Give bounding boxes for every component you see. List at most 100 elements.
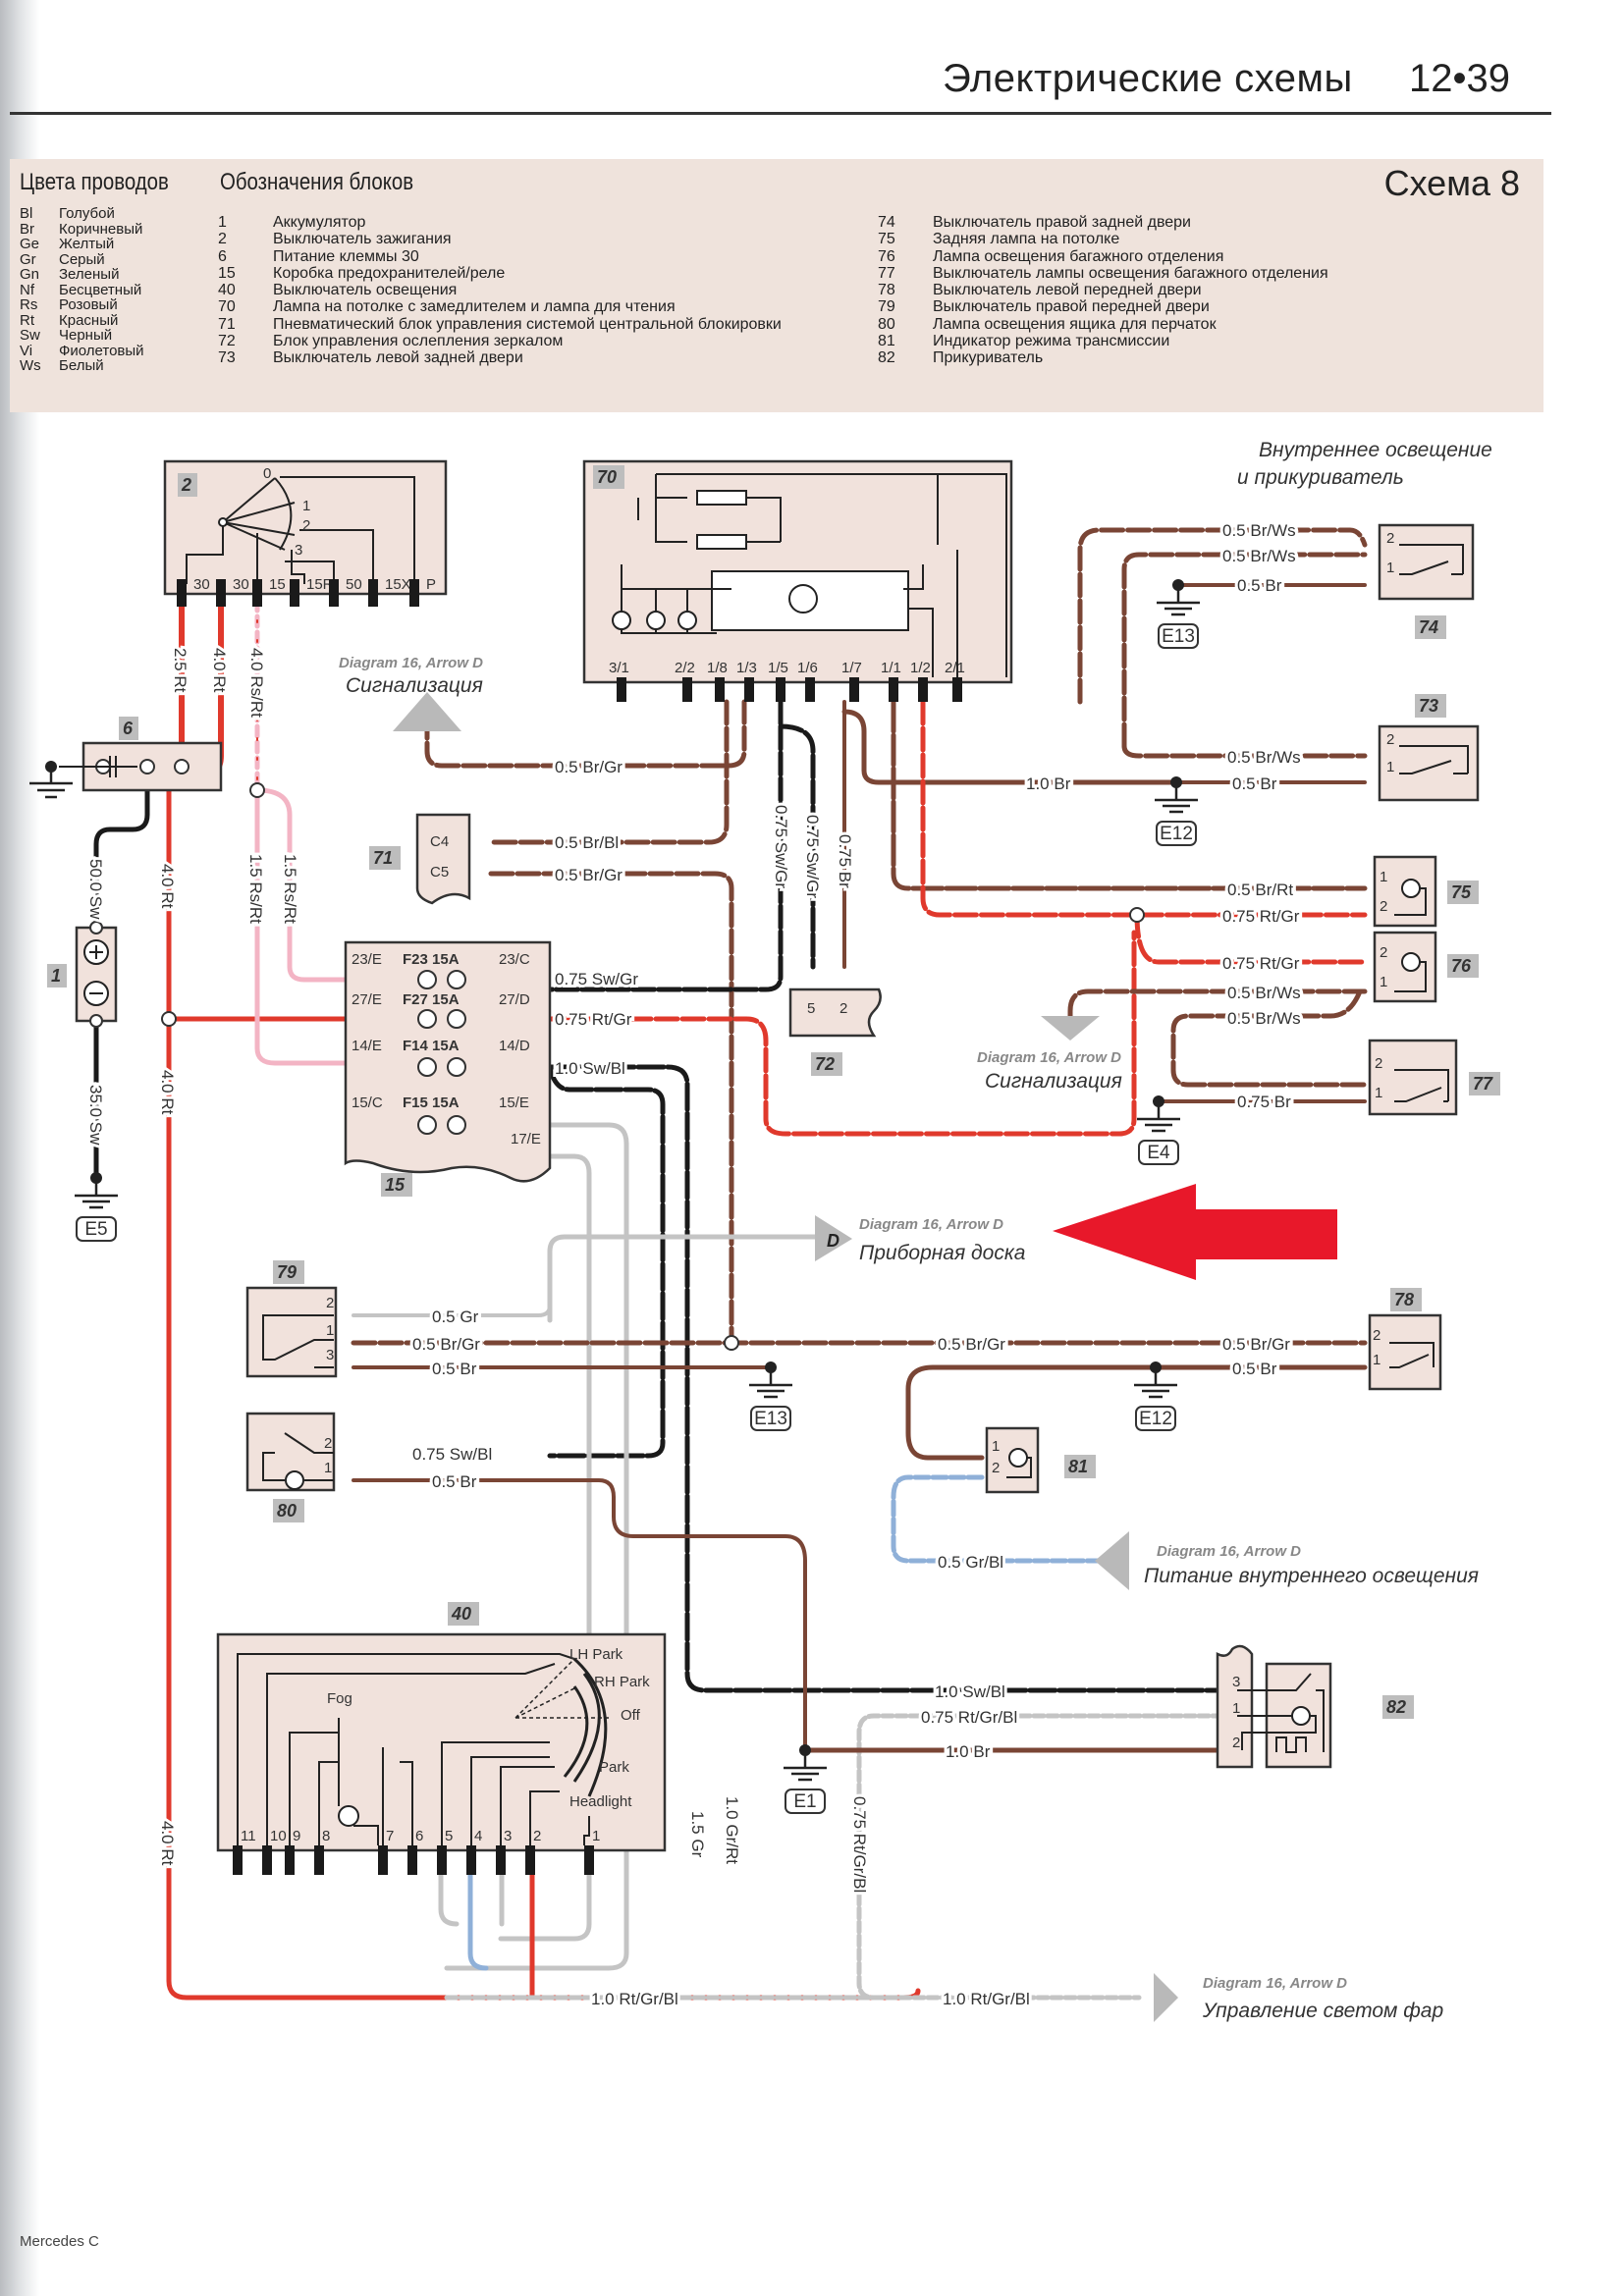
wire-br-ws-74a xyxy=(1077,527,1368,705)
interior-arrow-left-icon xyxy=(1095,1531,1129,1590)
wire-label: 4.0 Rt xyxy=(158,1070,177,1115)
wire-label: 0.5 Br/Gr xyxy=(1222,1335,1290,1354)
wire-label: 0.5 Br/Rt xyxy=(1227,881,1293,899)
wire-gr-17e xyxy=(498,1153,592,1942)
block-item-code: 70 xyxy=(218,298,236,316)
wire-sw-gr-b xyxy=(778,723,816,970)
legend-panel: Цвета проводов Обозначения блоков Схема … xyxy=(10,159,1543,412)
ground-e4 xyxy=(1137,1095,1180,1165)
wire-label: 0.75 Br xyxy=(836,834,854,888)
wire-label: 4.0 Rt xyxy=(210,648,229,693)
module70-pin xyxy=(617,677,626,702)
light-switch-fog: Fog xyxy=(327,1690,352,1707)
ignition-pin xyxy=(368,579,378,607)
block-item-code: 76 xyxy=(878,247,895,265)
component-72-box xyxy=(788,988,882,1038)
component-70-label-badge xyxy=(593,465,624,489)
wire-label: 0.5 Br xyxy=(1232,1360,1277,1378)
module70-pin-label: 3/1 xyxy=(609,660,629,676)
wire-label: 1.5 Gr xyxy=(688,1811,707,1858)
block-item-label: Индикатор режима трансмиссии xyxy=(933,333,1170,350)
component-15-box xyxy=(344,940,552,1183)
component-70-label: 70 xyxy=(597,467,617,487)
wire-color-item-code: Br xyxy=(20,220,34,238)
light-switch-pin xyxy=(314,1845,324,1875)
block-item-label: Выключатель освещения xyxy=(273,282,458,299)
scheme-title: Схема 8 xyxy=(1383,163,1520,203)
component-79-label: 79 xyxy=(277,1262,297,1282)
dash-arrow-right-icon xyxy=(815,1215,852,1261)
component-71-label: 71 xyxy=(373,848,393,868)
block-item-label: Блок управления ослепления зеркалом xyxy=(273,333,564,350)
component-78-box xyxy=(1368,1313,1442,1391)
wire-color-item-label: Белый xyxy=(59,357,104,374)
component-74-box xyxy=(1378,523,1475,601)
signal-arrow-down-icon xyxy=(1041,1016,1100,1041)
switch-pin-number: 1 xyxy=(1380,869,1387,885)
switch-pin-number: 2 xyxy=(1375,1055,1382,1072)
ignition-pin xyxy=(252,579,262,607)
switch-pin-number: 1 xyxy=(324,1460,332,1476)
blocks-title: Обозначения блоков xyxy=(220,169,414,195)
component-74-label-badge xyxy=(1415,615,1446,639)
wire-label: 35.0 Sw xyxy=(86,1085,105,1146)
component-1-label-badge xyxy=(47,964,67,988)
wire-label: 4.0 Rt xyxy=(158,864,177,909)
component-40-label: 40 xyxy=(451,1604,471,1624)
wire-label: 0.5 Br/Ws xyxy=(1222,521,1296,540)
wire-gr-rt-f15 xyxy=(444,1122,629,1971)
block-item-code: 15 xyxy=(218,264,236,282)
switch-74-contact xyxy=(1399,544,1464,575)
switch-pin-number: 1 xyxy=(326,1322,334,1339)
component-71-pin: C4 xyxy=(430,833,449,850)
light-switch-rh-park: RH Park xyxy=(594,1674,650,1690)
light-switch-headlight: Headlight xyxy=(569,1793,632,1810)
wire-br-78-81 xyxy=(905,1364,1368,1461)
block-item-label: Коробка предохранителей/реле xyxy=(273,264,506,282)
module70-pin xyxy=(744,677,754,702)
light-switch-off: Off xyxy=(621,1707,641,1724)
component-6-label: 6 xyxy=(123,719,134,738)
block-item-label: Лампа освещения багажного отделения xyxy=(933,247,1224,265)
wire-sw-bl-f14b xyxy=(547,1064,666,1459)
wire-label: 1.5 Rs/Rt xyxy=(246,854,265,924)
wire-color-item-code: Vi xyxy=(20,342,33,359)
highlight-arrow-icon xyxy=(1053,1184,1337,1280)
wire-label: 0.5 Br xyxy=(1237,576,1282,595)
ignition-pin-label: 15 xyxy=(269,576,286,593)
footer-text: Mercedes C xyxy=(20,2233,99,2250)
component-15-label-badge xyxy=(381,1173,412,1197)
ground-e13-top xyxy=(1157,579,1200,649)
wire-label: 0.75 Sw/Bl xyxy=(412,1445,492,1464)
component-77-label: 77 xyxy=(1473,1074,1493,1094)
wire-label: 1.0 Sw/Bl xyxy=(555,1059,625,1078)
switch-pin-number: 1 xyxy=(1386,759,1394,775)
switch-pin-number: 1 xyxy=(1375,1085,1382,1101)
block-item-label: Питание клеммы 30 xyxy=(273,247,419,265)
wire-label: 1.0 Rt/Gr/Bl xyxy=(591,1990,678,2008)
component-82-label-badge xyxy=(1382,1695,1414,1719)
component-79-box xyxy=(245,1286,338,1378)
header-rule xyxy=(10,112,1551,115)
block-item-label: Прикуриватель xyxy=(933,349,1044,367)
ground-e5 xyxy=(75,1172,118,1242)
component-82-connector xyxy=(1216,1644,1254,1769)
ref-headlamp-label: Управление светом фар xyxy=(1202,2000,1443,2022)
component-40-label-badge xyxy=(448,1602,479,1626)
light-switch-lever xyxy=(514,1658,609,1719)
junction-rt xyxy=(161,1011,177,1027)
page-header-title: Электрические схемы xyxy=(943,57,1353,100)
ignition-pin xyxy=(409,579,419,607)
block-item-code: 81 xyxy=(878,333,895,350)
light-switch-pin-label: 10 xyxy=(270,1828,287,1844)
wire-br-ws-74b xyxy=(1121,552,1368,749)
transistor-icon xyxy=(788,584,818,614)
